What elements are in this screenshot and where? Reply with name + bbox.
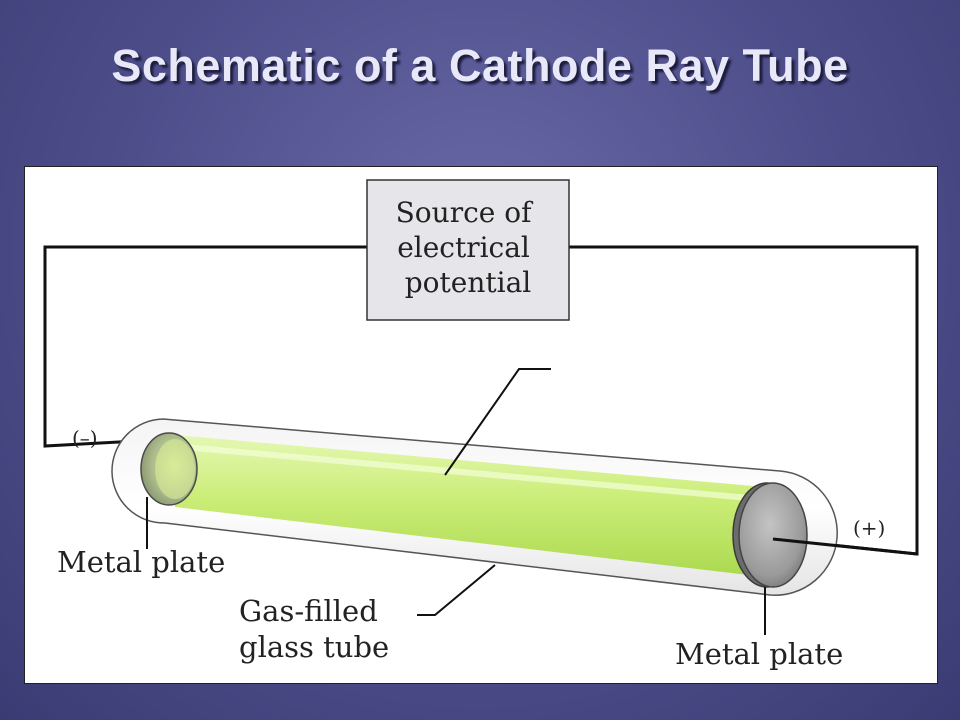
left-plate-face [155, 439, 195, 499]
positive-wire [772, 537, 918, 556]
tube-label: Gas-filled glass tube [239, 594, 389, 664]
ray-highlight [184, 444, 761, 502]
circuit-wire [43, 245, 367, 448]
positive-terminal-label: (+) [853, 516, 885, 540]
negative-terminal-label: (–) [72, 426, 98, 450]
left-plate-label: Metal plate [57, 545, 225, 579]
right-metal-plate [738, 482, 808, 588]
right-plate-label: Metal plate [675, 637, 843, 671]
crt-diagram: Source of electrical potential (–) (+) M… [43, 179, 919, 671]
power-source-box [366, 179, 570, 321]
slide-title: Schematic of a Cathode Ray Tube [111, 40, 849, 91]
cathode-ray-glow [175, 435, 765, 577]
source-label: Source of electrical potential [396, 196, 541, 299]
tube-leader [417, 564, 496, 616]
diagram-panel: Source of electrical potential (–) (+) M… [24, 166, 938, 684]
ray-leader [444, 368, 551, 476]
